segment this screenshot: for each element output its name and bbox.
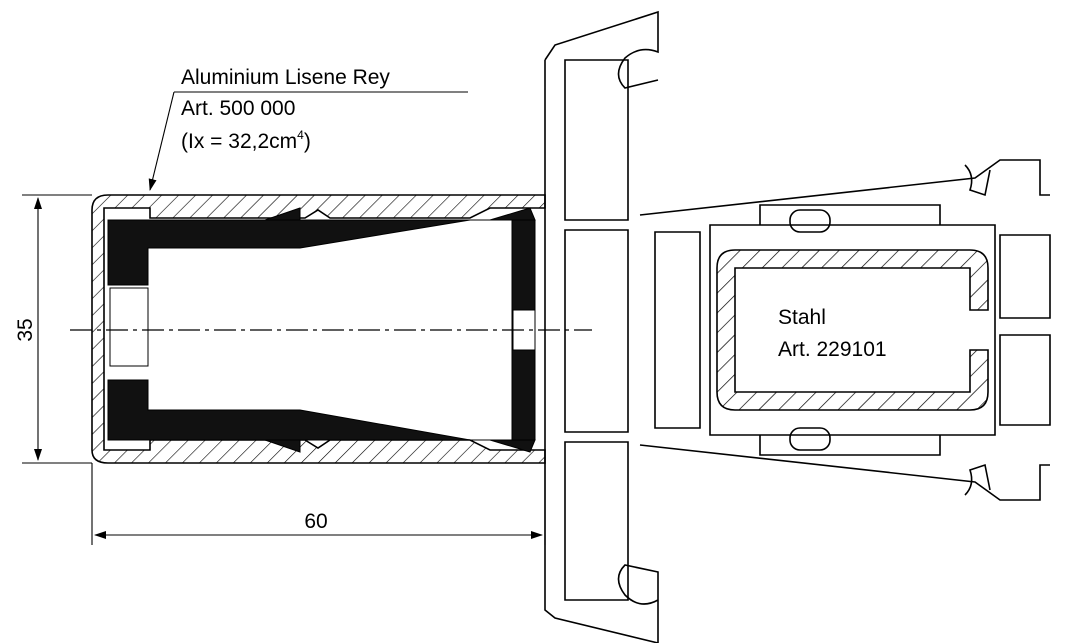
profile-label-line1: Aluminium Lisene Rey xyxy=(181,66,390,89)
profile-label-line3-sup: 4 xyxy=(297,128,304,142)
height-dimension-value: 35 xyxy=(14,318,37,341)
steel-reinforcement xyxy=(716,249,989,411)
profile-label-line3: (Ix = 32,2cm4) xyxy=(181,128,311,153)
steel-label-line1: Stahl xyxy=(778,306,826,329)
width-dimension xyxy=(91,463,546,545)
profile-label-line2: Art. 500 000 xyxy=(181,97,295,120)
profile-label-line3-suffix: ) xyxy=(304,130,311,153)
height-dimension xyxy=(22,194,92,464)
width-dimension-value: 60 xyxy=(304,510,327,533)
steel-label-line2: Art. 229101 xyxy=(778,338,887,361)
mullion-profile xyxy=(544,10,1051,643)
aluminium-cap-profile xyxy=(91,194,546,464)
profile-label-line3-prefix: (Ix = 32,2cm xyxy=(181,130,297,153)
profile-label-leader xyxy=(148,91,468,191)
